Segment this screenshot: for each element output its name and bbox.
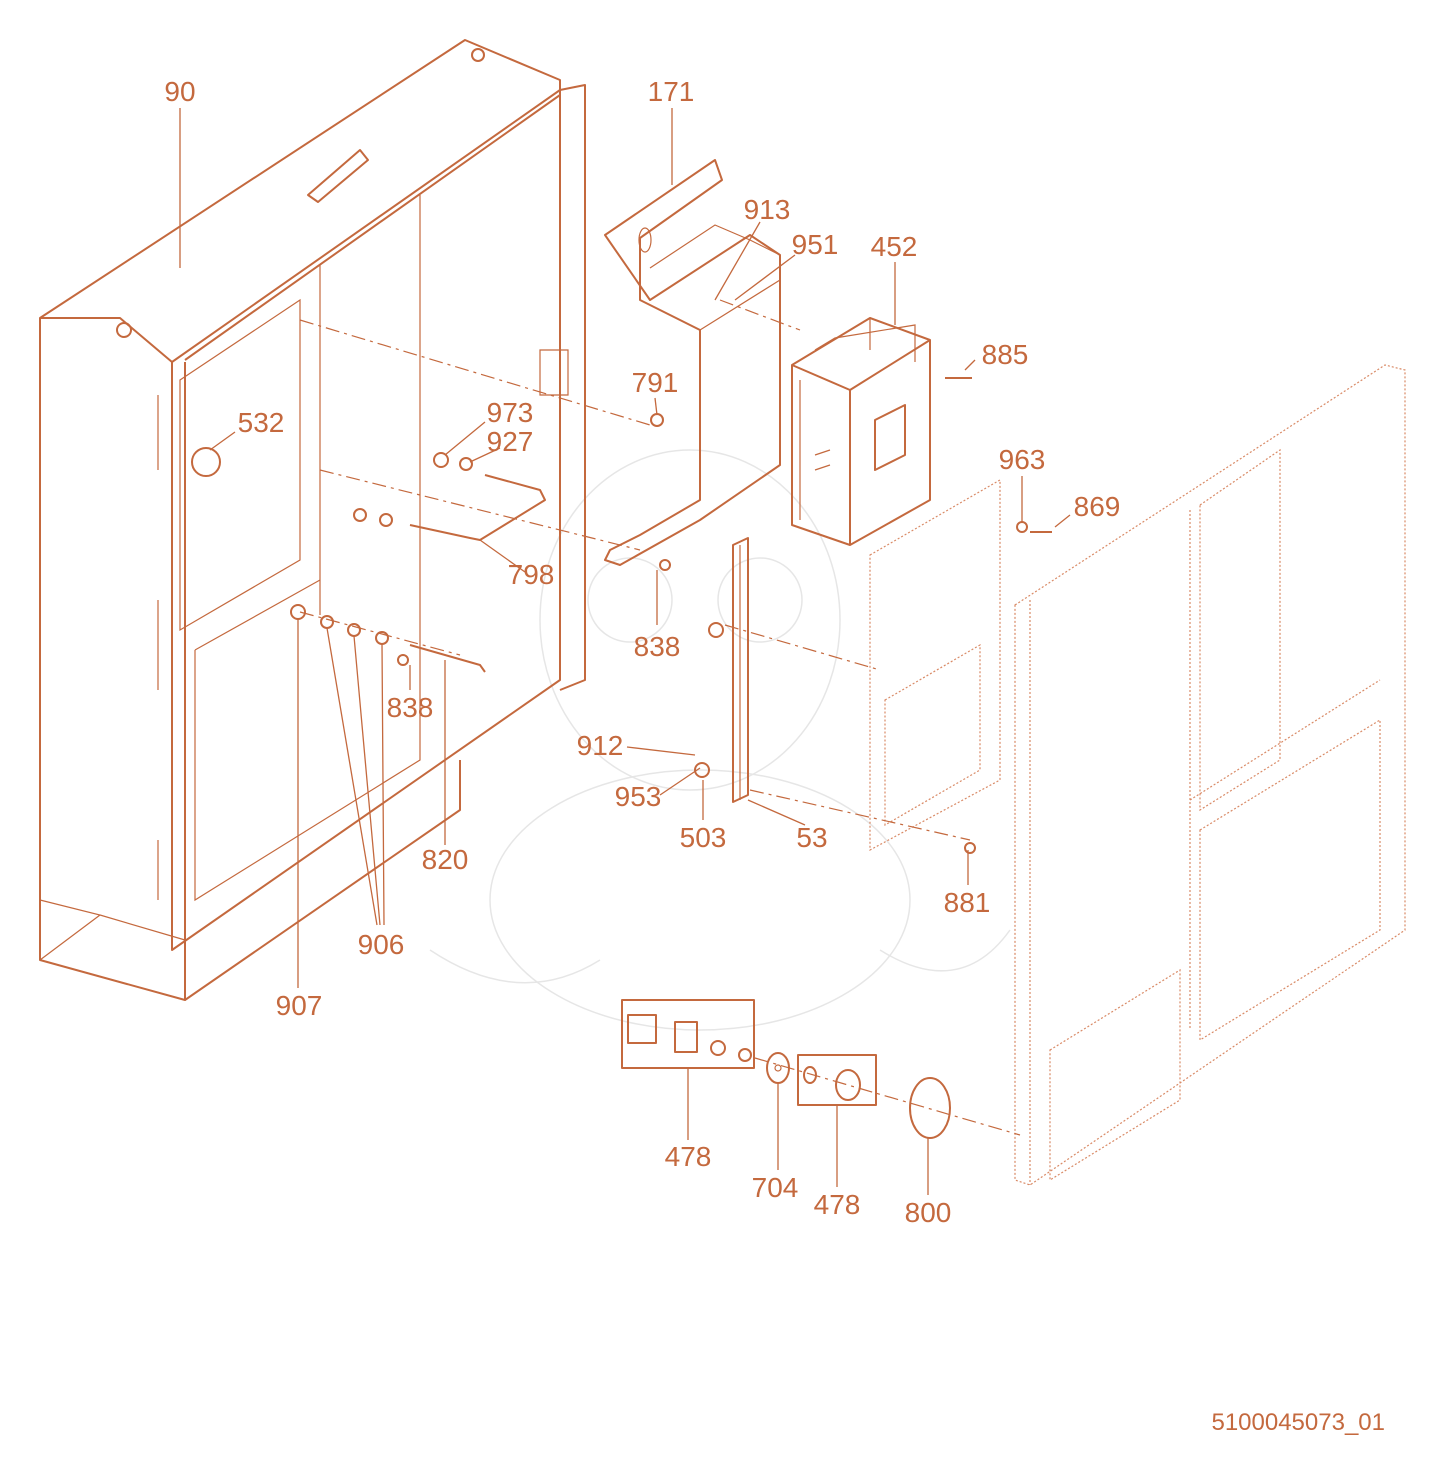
part-label-90: 90 bbox=[164, 76, 196, 107]
door-panel bbox=[869, 364, 1406, 1186]
part-label-704: 704 bbox=[751, 1172, 799, 1203]
part-label-452: 452 bbox=[870, 231, 918, 262]
din-rail-53 bbox=[732, 537, 749, 803]
bracket-171 bbox=[604, 159, 781, 566]
part-label-963: 963 bbox=[998, 444, 1046, 475]
breaker-452 bbox=[791, 317, 931, 546]
part-label-973: 973 bbox=[486, 397, 534, 428]
part-label-869: 869 bbox=[1073, 491, 1121, 522]
enclosure-90 bbox=[39, 39, 586, 1001]
part-label-885: 885 bbox=[981, 339, 1029, 370]
part-label-907: 907 bbox=[275, 990, 323, 1021]
part-label-927: 927 bbox=[486, 426, 534, 457]
document-id: 5100045073_01 bbox=[1211, 1409, 1385, 1436]
part-label-912: 912 bbox=[576, 730, 624, 761]
rods bbox=[409, 474, 546, 673]
part-label-951: 951 bbox=[791, 229, 839, 260]
part-label-906: 906 bbox=[357, 929, 405, 960]
part-label-838-b: 838 bbox=[386, 692, 434, 723]
part-label-478-a: 478 bbox=[664, 1141, 712, 1172]
part-label-503: 503 bbox=[679, 822, 727, 853]
watermark-dragon bbox=[429, 449, 1011, 1031]
part-label-532: 532 bbox=[237, 407, 285, 438]
part-label-913: 913 bbox=[743, 194, 791, 225]
leader-lines bbox=[179, 108, 1071, 1195]
part-label-791: 791 bbox=[631, 367, 679, 398]
part-label-838-a: 838 bbox=[633, 631, 681, 662]
part-label-881: 881 bbox=[943, 887, 991, 918]
part-label-798: 798 bbox=[507, 559, 555, 590]
part-label-953: 953 bbox=[614, 781, 662, 812]
part-label-800: 800 bbox=[904, 1197, 952, 1228]
bottom-assembly bbox=[621, 999, 951, 1139]
hardware bbox=[290, 377, 1052, 854]
part-label-171: 171 bbox=[647, 76, 695, 107]
part-label-820: 820 bbox=[421, 844, 469, 875]
part-label-478-b: 478 bbox=[813, 1189, 861, 1220]
assembly-axes bbox=[299, 299, 1021, 1136]
part-label-53: 53 bbox=[796, 822, 828, 853]
